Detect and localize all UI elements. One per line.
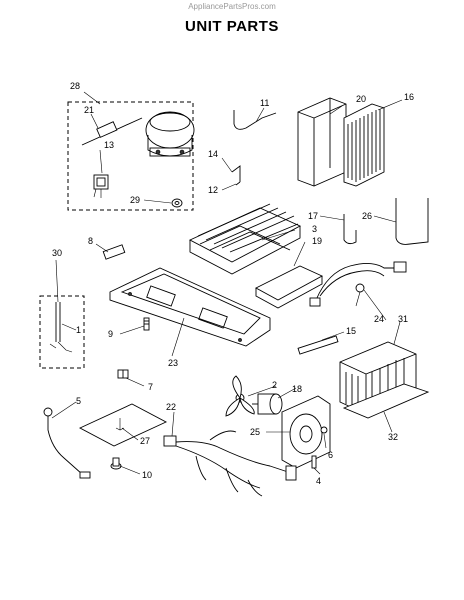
callout-31: 31 bbox=[398, 314, 408, 324]
overload-relay[interactable] bbox=[93, 174, 109, 198]
evaporator-cover[interactable] bbox=[297, 97, 347, 187]
callout-22: 22 bbox=[166, 402, 176, 412]
defrost-heater-grid[interactable] bbox=[188, 203, 302, 275]
callout-13: 13 bbox=[104, 140, 114, 150]
callout-7: 7 bbox=[148, 382, 153, 392]
callout-28: 28 bbox=[70, 81, 80, 91]
callout-27: 27 bbox=[140, 436, 150, 446]
water-valve-tube[interactable] bbox=[43, 407, 91, 479]
condenser-baffle[interactable] bbox=[342, 383, 430, 419]
callout-25: 25 bbox=[250, 427, 260, 437]
callout-4: 4 bbox=[316, 476, 321, 486]
shroud-screw[interactable] bbox=[320, 426, 328, 434]
callout-1: 1 bbox=[76, 325, 81, 335]
defrost-drain-tube[interactable] bbox=[297, 335, 339, 355]
grommet[interactable] bbox=[171, 198, 183, 208]
compressor-group-box bbox=[67, 101, 194, 211]
callout-29: 29 bbox=[130, 195, 140, 205]
callout-21: 21 bbox=[84, 105, 94, 115]
fan-shroud[interactable] bbox=[281, 395, 331, 469]
base-tray[interactable] bbox=[109, 267, 271, 347]
drain-trough[interactable] bbox=[255, 265, 324, 309]
compressor[interactable] bbox=[145, 111, 195, 157]
callout-3: 3 bbox=[312, 224, 317, 234]
callout-8: 8 bbox=[88, 236, 93, 246]
callout-30: 30 bbox=[52, 248, 62, 258]
callout-2: 2 bbox=[272, 380, 277, 390]
diagram-title: UNIT PARTS bbox=[185, 18, 279, 35]
callout-17: 17 bbox=[308, 211, 318, 221]
callout-19: 19 bbox=[312, 236, 322, 246]
drain-screw[interactable] bbox=[110, 457, 122, 470]
evaporator-wire-harness[interactable] bbox=[309, 261, 407, 307]
mounting-screw[interactable] bbox=[143, 317, 150, 331]
callout-10: 10 bbox=[142, 470, 152, 480]
callout-6: 6 bbox=[328, 450, 333, 460]
callout-20: 20 bbox=[356, 94, 366, 104]
callout-32: 32 bbox=[388, 432, 398, 442]
leader-lines bbox=[51, 91, 403, 475]
bracket[interactable] bbox=[231, 165, 241, 186]
evaporator[interactable] bbox=[343, 103, 385, 187]
heat-exchanger-tube[interactable] bbox=[395, 198, 429, 245]
capillary-fitting[interactable] bbox=[117, 369, 129, 379]
callout-5: 5 bbox=[76, 396, 81, 406]
callout-23: 23 bbox=[168, 358, 178, 368]
condenser-fan-motor[interactable] bbox=[252, 393, 283, 415]
condenser-fan-blade[interactable] bbox=[225, 375, 255, 417]
watermark: AppliancePartsPros.com bbox=[188, 2, 276, 11]
callout-9: 9 bbox=[108, 329, 113, 339]
condenser-tube[interactable] bbox=[102, 244, 126, 260]
callout-11: 11 bbox=[260, 98, 269, 108]
insulation-pad[interactable] bbox=[78, 403, 168, 447]
callout-labels: 28 21 13 29 11 20 16 14 12 3 17 26 19 8 … bbox=[52, 81, 414, 486]
heater-element[interactable] bbox=[49, 302, 73, 353]
start-relay-tube[interactable] bbox=[81, 117, 143, 146]
callout-12: 12 bbox=[208, 185, 218, 195]
callout-24: 24 bbox=[374, 314, 384, 324]
callout-18: 18 bbox=[292, 384, 302, 394]
callout-15: 15 bbox=[346, 326, 356, 336]
motor-screw[interactable] bbox=[311, 455, 317, 469]
callout-16: 16 bbox=[404, 92, 414, 102]
callout-14: 14 bbox=[208, 149, 218, 159]
callout-26: 26 bbox=[362, 211, 372, 221]
main-wire-harness[interactable] bbox=[163, 430, 297, 497]
mounting-clip[interactable] bbox=[343, 214, 357, 245]
heater-group-box bbox=[39, 295, 85, 369]
drain-tube[interactable] bbox=[233, 110, 277, 130]
